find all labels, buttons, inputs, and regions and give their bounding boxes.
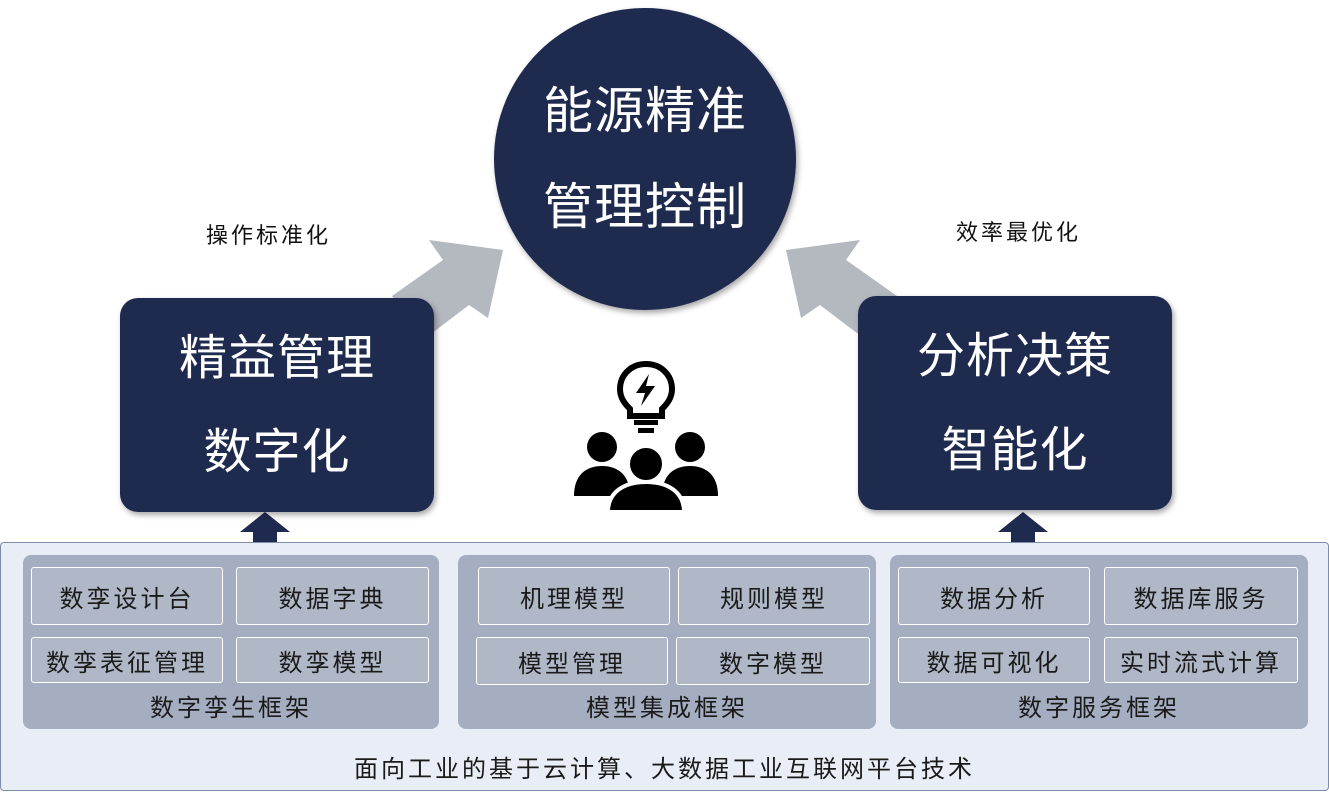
model-integration-framework-group: 机理模型 规则模型 模型管理 数字模型 模型集成框架 bbox=[458, 555, 876, 729]
chip-label: 数孪设计台 bbox=[59, 584, 195, 613]
framework-chip: 实时流式计算 bbox=[1104, 637, 1298, 683]
chip-label: 数据可视化 bbox=[926, 648, 1062, 677]
group-title: 数字孪生框架 bbox=[150, 694, 312, 722]
left-arrow-label: 操作标准化 bbox=[206, 224, 332, 249]
framework-chip: 模型管理 bbox=[476, 637, 668, 685]
left-goal-box: 精益管理 数字化 bbox=[120, 298, 434, 512]
team-people-icon bbox=[574, 432, 718, 510]
right-up-arrow bbox=[998, 512, 1048, 542]
framework-chip: 数孪设计台 bbox=[31, 567, 223, 625]
platform-title: 面向工业的基于云计算、大数据工业互联网平台技术 bbox=[354, 755, 975, 783]
chip-label: 数据库服务 bbox=[1133, 584, 1269, 613]
framework-chip: 数据可视化 bbox=[898, 637, 1090, 683]
framework-chip: 数孪表征管理 bbox=[31, 637, 223, 683]
group-title: 模型集成框架 bbox=[586, 694, 748, 722]
group-title: 数字服务框架 bbox=[1018, 694, 1180, 722]
left-box-line2: 数字化 bbox=[203, 424, 351, 480]
chip-label: 数字模型 bbox=[719, 649, 827, 678]
left-box-line1: 精益管理 bbox=[178, 330, 375, 386]
chip-label: 数孪表征管理 bbox=[46, 648, 208, 677]
right-goal-box: 分析决策 智能化 bbox=[858, 296, 1172, 510]
chip-label: 数孪模型 bbox=[278, 648, 387, 677]
chip-label: 数据字典 bbox=[278, 584, 387, 613]
framework-chip: 数据分析 bbox=[898, 567, 1090, 625]
chip-label: 模型管理 bbox=[518, 649, 626, 678]
chip-label: 数据分析 bbox=[940, 584, 1048, 613]
right-arrow-label: 效率最优化 bbox=[956, 221, 1082, 246]
framework-chip: 数据库服务 bbox=[1104, 567, 1298, 625]
chip-label: 实时流式计算 bbox=[1120, 648, 1282, 677]
framework-chip: 数孪模型 bbox=[236, 637, 429, 683]
chip-label: 机理模型 bbox=[520, 584, 628, 613]
chip-label: 规则模型 bbox=[720, 584, 828, 613]
digital-service-framework-group: 数据分析 数据库服务 数据可视化 实时流式计算 数字服务框架 bbox=[890, 555, 1308, 729]
center-line1: 能源精准 bbox=[543, 82, 747, 140]
framework-chip: 机理模型 bbox=[478, 567, 670, 625]
left-up-arrow bbox=[240, 512, 290, 542]
right-box-line1: 分析决策 bbox=[916, 328, 1113, 384]
framework-chip: 数字模型 bbox=[676, 637, 870, 685]
framework-chip: 规则模型 bbox=[678, 567, 870, 625]
center-line2: 管理控制 bbox=[543, 178, 747, 236]
center-goal-circle: 能源精准 管理控制 bbox=[494, 8, 796, 310]
lightbulb-bolt-icon bbox=[616, 360, 676, 433]
right-box-line2: 智能化 bbox=[941, 422, 1089, 478]
digital-twin-framework-group: 数孪设计台 数据字典 数孪表征管理 数孪模型 数字孪生框架 bbox=[23, 555, 439, 729]
framework-chip: 数据字典 bbox=[236, 567, 429, 625]
